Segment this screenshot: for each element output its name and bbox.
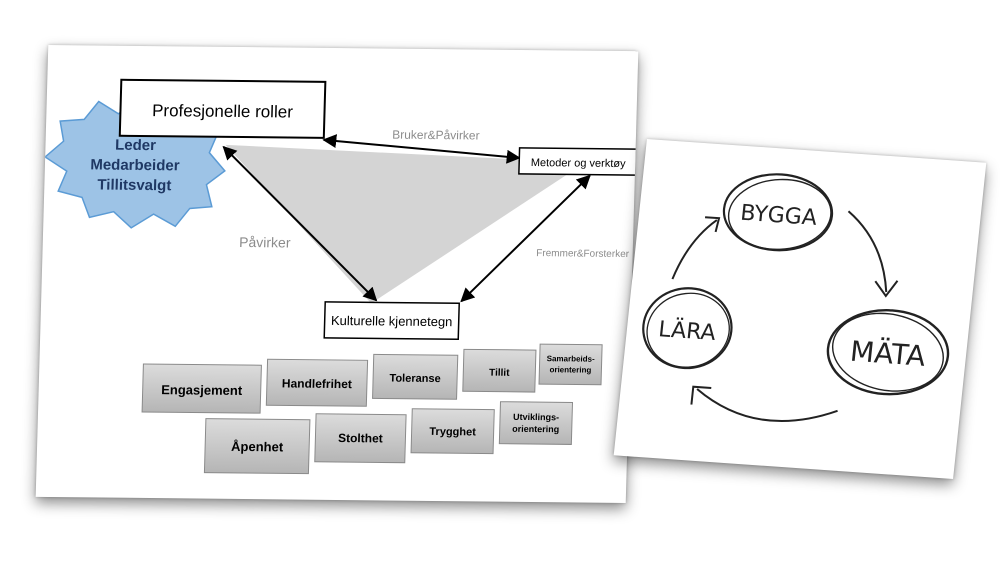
tile-trygghet-label: Trygghet bbox=[429, 426, 476, 438]
left-slide-card: Leder Medarbeider Tillitsvalgt Profesjon… bbox=[35, 44, 639, 504]
tile-toleranse: Toleranse bbox=[372, 353, 459, 400]
box-metoder-og-verktoy-label: Metoder og verktøy bbox=[531, 157, 627, 170]
arrow-lara-to-bygga bbox=[671, 216, 721, 280]
box-kulturelle-kjennetegn: Kulturelle kjennetegn bbox=[323, 301, 461, 341]
tile-handlefrihet-label: Handlefrihet bbox=[282, 376, 352, 391]
tile-stolthet-label: Stolthet bbox=[338, 431, 383, 445]
star-line-tillitsvalgt: Tillitsvalgt bbox=[97, 177, 171, 195]
arrow-mata-to-lara bbox=[690, 385, 838, 423]
node-mata-label: MÄTA bbox=[849, 335, 928, 373]
box-kulturelle-kjennetegn-label: Kulturelle kjennetegn bbox=[331, 313, 453, 329]
tile-utviklingsorientering-line1: Utviklings- bbox=[513, 412, 559, 422]
tile-engasjement-label: Engasjement bbox=[161, 382, 243, 398]
star-line-medarbeider: Medarbeider bbox=[90, 156, 180, 174]
arrow-bygga-to-mata bbox=[847, 210, 899, 298]
box-profesjonelle-roller: Profesjonelle roller bbox=[118, 78, 327, 139]
node-bygga-label: BYGGA bbox=[739, 201, 818, 231]
tile-toleranse-label: Toleranse bbox=[389, 373, 440, 386]
tile-tillit-label: Tillit bbox=[489, 368, 510, 379]
tile-apenhet: Åpenhet bbox=[203, 418, 311, 475]
arrow-right bbox=[460, 174, 591, 303]
node-mata: MÄTA bbox=[826, 309, 950, 396]
tile-handlefrihet: Handlefrihet bbox=[265, 358, 369, 407]
star-line-leder: Leder bbox=[115, 137, 156, 154]
tile-engasjement: Engasjement bbox=[141, 363, 262, 414]
box-profesjonelle-roller-label: Profesjonelle roller bbox=[152, 101, 294, 121]
tile-samarbeidsorientering: Samarbeids- orientering bbox=[538, 343, 603, 386]
tile-stolthet: Stolthet bbox=[314, 413, 407, 464]
node-lara: LÄRA bbox=[642, 287, 733, 370]
edge-label-right: Fremmer&Forsterker bbox=[536, 248, 630, 260]
edge-label-left: Påvirker bbox=[239, 234, 291, 251]
box-metoder-og-verktoy: Metoder og verktøy bbox=[518, 147, 639, 176]
bygga-mata-lara-sketch: BYGGA MÄTA LÄRA bbox=[642, 173, 950, 423]
tile-tillit: Tillit bbox=[462, 348, 537, 393]
right-slide-card: BYGGA MÄTA LÄRA bbox=[613, 139, 987, 479]
tile-utviklingsorientering-line2: orientering bbox=[512, 424, 559, 434]
culture-diagram: Leder Medarbeider Tillitsvalgt Profesjon… bbox=[43, 78, 639, 475]
tile-samarbeidsorientering-line2: orientering bbox=[549, 365, 591, 374]
arrow-left bbox=[222, 145, 378, 302]
node-bygga: BYGGA bbox=[722, 173, 834, 252]
node-lara-label: LÄRA bbox=[657, 316, 717, 346]
tile-trygghet: Trygghet bbox=[410, 408, 495, 455]
arrow-top bbox=[322, 134, 521, 164]
tile-utviklingsorientering: Utviklings- orientering bbox=[498, 401, 574, 445]
tile-samarbeidsorientering-line1: Samarbeids- bbox=[547, 354, 596, 364]
tile-apenhet-label: Åpenhet bbox=[231, 439, 284, 455]
edge-label-top: Bruker&Påvirker bbox=[392, 128, 480, 143]
